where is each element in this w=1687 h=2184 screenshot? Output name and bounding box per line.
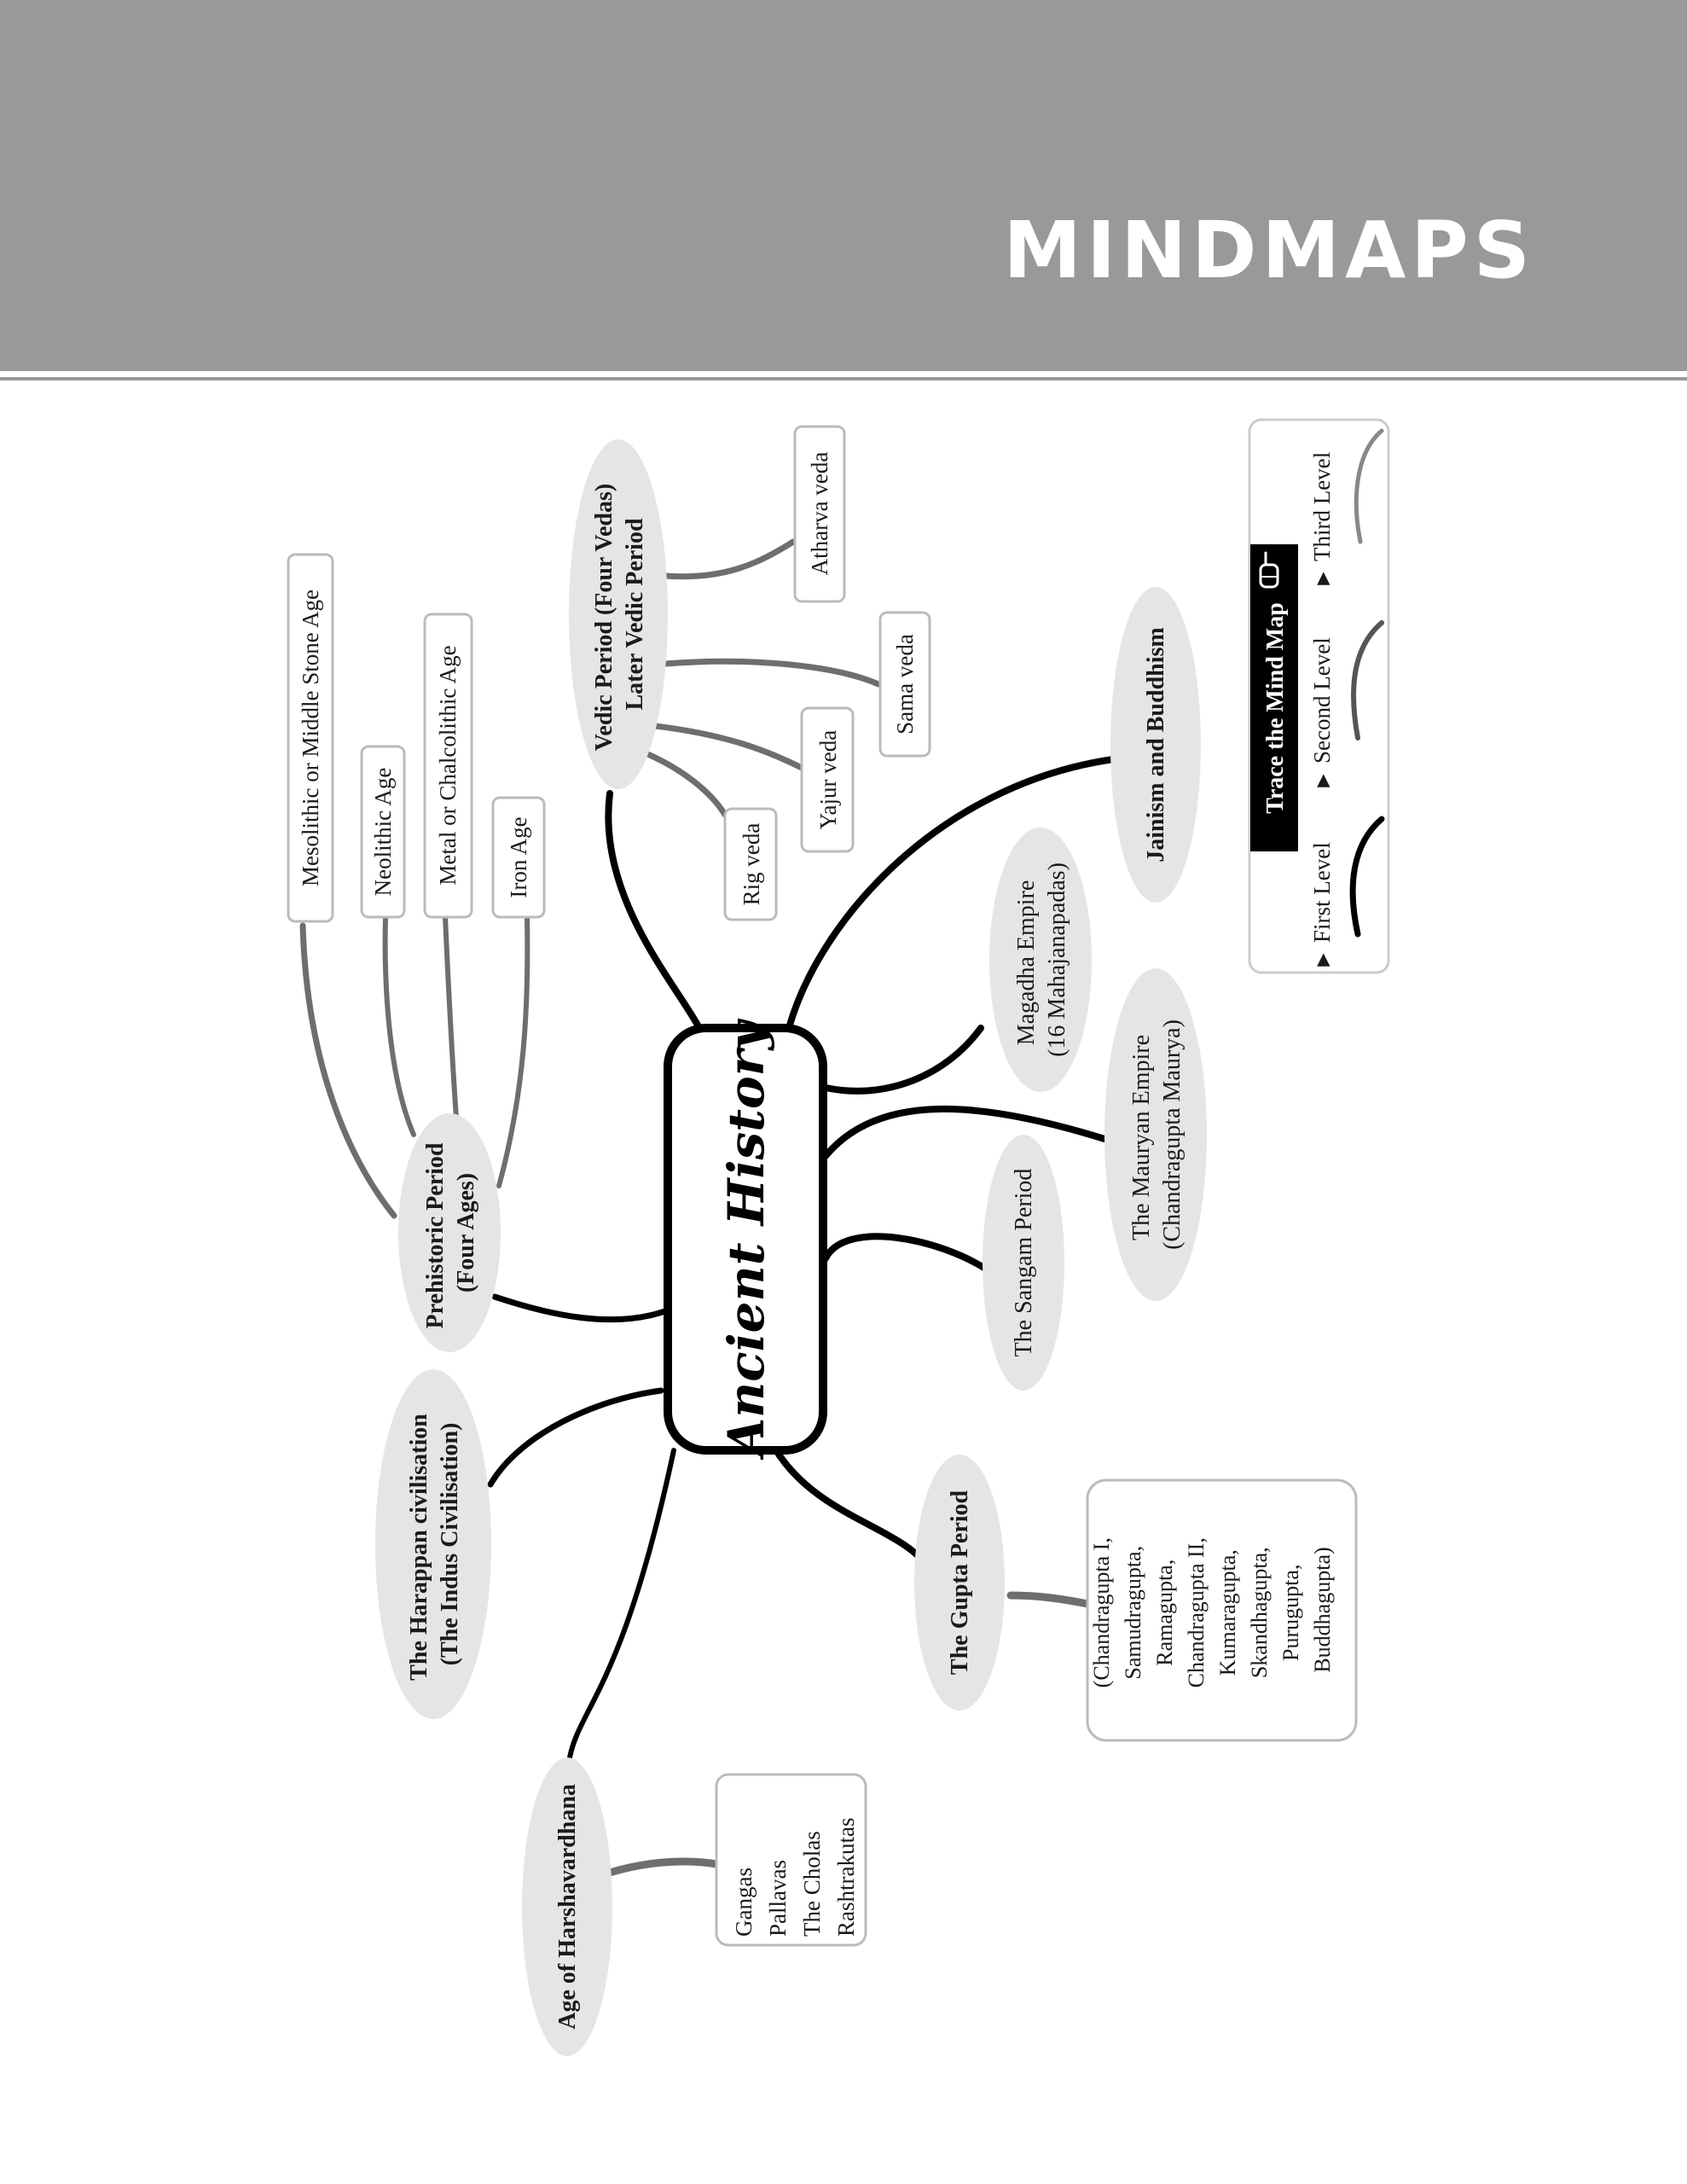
center-title: Ancient History [717, 1018, 775, 1461]
second-level-swatch [1351, 620, 1384, 741]
header-banner: MINDMAPS [0, 0, 1687, 363]
jainism-node [1110, 587, 1201, 903]
first-level-swatch [1349, 816, 1385, 938]
page-title: MINDMAPS [1003, 205, 1535, 296]
mesolithic-box [287, 553, 334, 923]
vedic-node [569, 439, 668, 789]
second-level-arrow-icon: ▶ [1312, 774, 1332, 787]
header-rule-thin [0, 377, 1687, 380]
legend-title: Trace the Mind Map [1262, 602, 1289, 814]
third-level-swatch [1354, 428, 1384, 544]
sangam-node [983, 1135, 1064, 1391]
legend-title-bg [1250, 544, 1298, 851]
gupta-node [914, 1455, 1005, 1711]
metal-age-label: Metal or Chalcolithic Age [435, 645, 461, 885]
sama-label: Sama veda [892, 634, 918, 735]
prehistoric-label: Prehistoric Period (Four Ages) [422, 1137, 479, 1329]
harsha-label: Age of Harshavardhana [554, 1784, 581, 2030]
jainism-label: Jainism and Buddhism [1143, 627, 1169, 862]
magadha-label: Magadha Empire (16 Mahajanapadas) [1013, 863, 1070, 1057]
second-level-label: Second Level [1309, 637, 1335, 764]
harappan-label: The Harappan civilisation (The Indus Civ… [406, 1408, 463, 1681]
rig-label: Rig veda [739, 823, 764, 906]
leaf-labels: Mesolithic or Middle Stone Age Neolithic… [298, 452, 1335, 1937]
magadha-node [989, 828, 1092, 1092]
second-level-connectors [299, 538, 1092, 1877]
metal-age-box [423, 613, 473, 919]
branch-labels: Prehistoric Period (Four Ages) Vedic Per… [406, 478, 1186, 2030]
iron-age-label: Iron Age [506, 816, 531, 897]
legend-box: Trace the Mind Map ▶ First Level ▶ Secon… [1248, 418, 1390, 974]
yajur-label: Yajur veda [815, 730, 841, 830]
mauryan-node [1104, 968, 1207, 1301]
pointing-hand-icon [1259, 551, 1279, 589]
neolithic-box [360, 745, 406, 919]
header-rule [0, 363, 1687, 371]
atharva-box [793, 425, 846, 603]
harsha-node [522, 1757, 612, 2056]
prehistoric-node [398, 1113, 501, 1352]
gupta-label: The Gupta Period [947, 1490, 973, 1675]
third-level-arrow-icon: ▶ [1312, 572, 1332, 585]
leaf-boxes [287, 425, 1358, 1947]
vedic-label: Vedic Period (Four Vedas) Later Vedic Pe… [591, 478, 648, 751]
harsha-dynasties-label: Gangas Pallavas The Cholas Rashtrakutas [731, 1818, 859, 1937]
yajur-box [800, 706, 855, 853]
center-node: Ancient History [664, 1018, 827, 1461]
iron-age-box [491, 796, 546, 919]
mauryan-label: The Mauryan Empire (Chandragupta Maurya) [1128, 1019, 1186, 1250]
mesolithic-label: Mesolithic or Middle Stone Age [298, 590, 323, 886]
sama-box [878, 611, 931, 758]
branch-ellipses [375, 439, 1207, 2056]
atharva-label: Atharva veda [807, 452, 832, 576]
neolithic-label: Neolithic Age [370, 768, 396, 897]
first-level-arrow-icon: ▶ [1312, 953, 1332, 967]
sangam-label: The Sangam Period [1011, 1169, 1037, 1357]
rig-box [723, 807, 778, 921]
gupta-rulers-box [1086, 1478, 1358, 1742]
first-level-label: First Level [1309, 842, 1335, 943]
harappan-node [375, 1369, 491, 1719]
gupta-rulers-label: (Chandragupta I, Samudragupta, Ramagupta… [1089, 1532, 1335, 1688]
harsha-dynasties-box [715, 1773, 867, 1947]
third-level-label: Third Level [1309, 452, 1335, 561]
